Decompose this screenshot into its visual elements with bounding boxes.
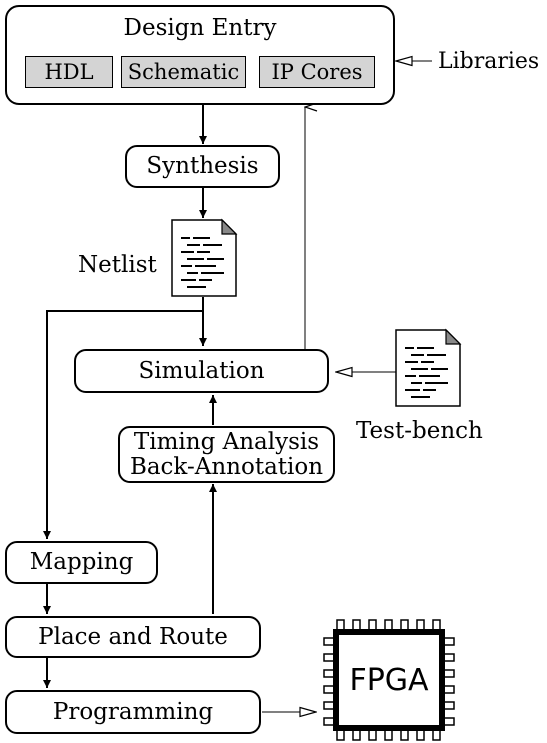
testbench-document-icon	[395, 328, 462, 407]
hdl-source-chip[interactable]: HDL	[25, 56, 113, 88]
hdl-label: HDL	[44, 60, 94, 84]
mapping-box[interactable]: Mapping	[5, 541, 158, 584]
place-and-route-box[interactable]: Place and Route	[5, 616, 261, 658]
programming-box[interactable]: Programming	[5, 690, 261, 734]
libraries-label: Libraries	[438, 49, 540, 74]
synthesis-label: Synthesis	[146, 153, 259, 179]
design-entry-box[interactable]: Design Entry	[5, 5, 395, 105]
mapping-label: Mapping	[29, 549, 134, 575]
testbench-label: Test-bench	[356, 418, 483, 444]
netlist-label: Netlist	[78, 252, 157, 278]
programming-label: Programming	[52, 698, 214, 725]
arrow-netlist-to-mapping	[43, 310, 203, 539]
fpga-chip-icon	[323, 619, 455, 741]
schematic-label: Schematic	[127, 60, 240, 84]
netlist-document-icon	[171, 218, 238, 297]
ip-cores-source-chip[interactable]: IP Cores	[259, 56, 375, 88]
timing-analysis-label: Timing Analysis	[133, 429, 320, 456]
synthesis-box[interactable]: Synthesis	[125, 145, 280, 188]
design-entry-title: Design Entry	[123, 15, 277, 41]
fpga-label: FPGA	[349, 662, 429, 698]
back-annotation-label: Back-Annotation	[129, 453, 324, 480]
place-and-route-label: Place and Route	[38, 623, 228, 650]
simulation-label: Simulation	[138, 357, 265, 384]
simulation-box[interactable]: Simulation	[74, 349, 329, 393]
ip-cores-label: IP Cores	[271, 60, 363, 84]
timing-analysis-box[interactable]: Timing Analysis Back-Annotation	[118, 426, 335, 483]
schematic-source-chip[interactable]: Schematic	[121, 56, 246, 88]
